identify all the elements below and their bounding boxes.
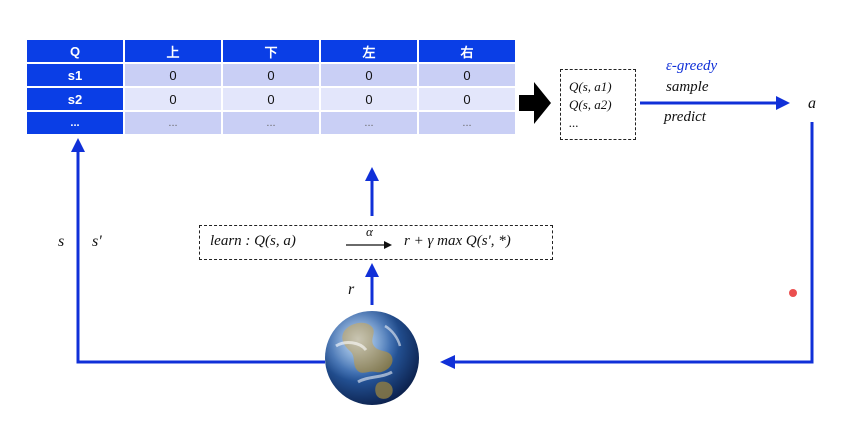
state-cell: ... <box>25 110 125 136</box>
q-value-cell: 0 <box>123 86 223 112</box>
q-value-cell: 0 <box>319 86 419 112</box>
reward-label: r <box>348 281 355 298</box>
action-label: a <box>808 95 816 112</box>
q-table-header-q: Q <box>25 38 125 64</box>
q-table-header-up: 上 <box>123 38 223 64</box>
q-table-header-row: Q 上 下 左 右 <box>25 38 517 64</box>
q-value-cell: 0 <box>417 86 517 112</box>
q-value-cell: 0 <box>221 62 321 88</box>
reward-arrowhead-icon <box>365 263 379 277</box>
state-cell: s1 <box>25 62 125 88</box>
action-arrowhead-icon <box>440 355 455 369</box>
epsilon-greedy-label: ε-greedy <box>666 58 718 74</box>
black-right-arrow-icon <box>519 82 551 124</box>
alpha-label: α <box>366 224 373 239</box>
sample-label: sample <box>666 79 709 95</box>
q-value-cell: ... <box>417 110 517 136</box>
q-table: Q 上 下 左 右 s1 0 0 0 0 s2 0 0 0 0 ... ... … <box>25 38 517 136</box>
q-value-a2: Q(s, a2) <box>569 97 612 112</box>
q-table-header-left: 左 <box>319 38 419 64</box>
q-values-box: Q(s, a1) Q(s, a2) ... <box>560 69 636 140</box>
update-arrowhead-icon <box>365 167 379 181</box>
q-value-cell: 0 <box>319 62 419 88</box>
earth-globe-icon <box>325 311 419 405</box>
q-table-header-right: 右 <box>417 38 517 64</box>
q-value-a1: Q(s, a1) <box>569 79 612 94</box>
q-value-cell: ... <box>221 110 321 136</box>
learn-update-box: learn : Q(s, a) α r + γ max Q(s', *) <box>199 224 553 260</box>
sample-arrowhead-icon <box>776 96 790 110</box>
q-value-cell: 0 <box>417 62 517 88</box>
state-arrowhead-icon <box>71 138 85 152</box>
q-value-cell: 0 <box>123 62 223 88</box>
learn-arrow-icon <box>346 241 392 249</box>
table-row: s2 0 0 0 0 <box>25 86 517 112</box>
table-row: s1 0 0 0 0 <box>25 62 517 88</box>
predict-label: predict <box>664 109 706 125</box>
cursor-dot <box>789 289 797 297</box>
next-state-label: s' <box>92 233 102 250</box>
learn-prefix: learn : Q(s, a) <box>210 233 296 249</box>
table-row: ... ... ... ... ... <box>25 110 517 136</box>
state-feedback-line <box>76 152 325 364</box>
state-label: s <box>58 233 65 250</box>
q-value-cell: ... <box>123 110 223 136</box>
q-value-more: ... <box>569 115 579 130</box>
q-value-cell: 0 <box>221 86 321 112</box>
state-cell: s2 <box>25 86 125 112</box>
action-feedback-line <box>455 122 814 364</box>
q-table-header-down: 下 <box>221 38 321 64</box>
learn-target: r + γ max Q(s', *) <box>404 233 511 249</box>
q-value-cell: ... <box>319 110 419 136</box>
